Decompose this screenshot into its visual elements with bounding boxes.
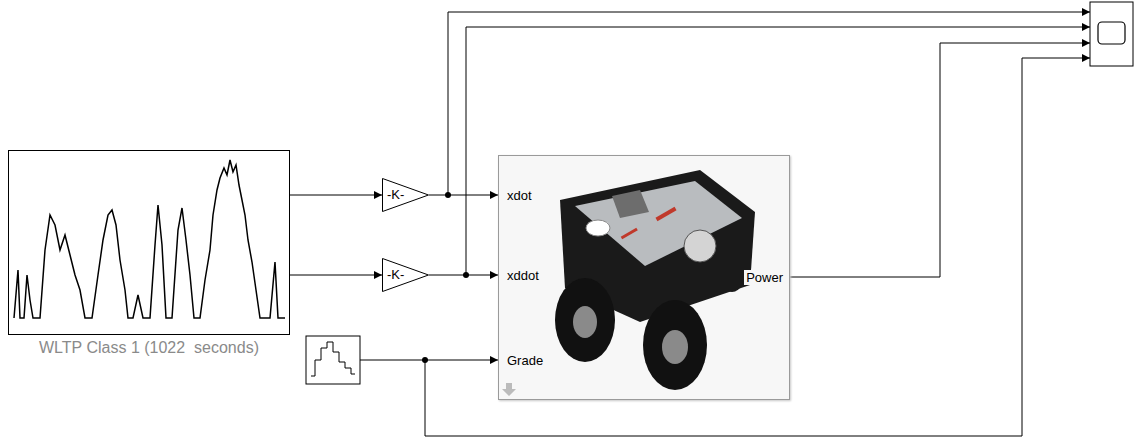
scope-screen [1098,22,1125,44]
port-label: Power [744,270,785,285]
drive-cycle-waveform [14,160,285,318]
staircase-symbol [311,342,355,376]
block-caption: WLTP Class 1 (1022 seconds) [9,339,289,357]
robot-top-plate [575,181,742,266]
gain-value: -K- [387,188,404,202]
gain-outline [383,259,429,292]
signal-line [290,195,382,196]
robot-hub [662,330,688,364]
port-label: xddot [505,268,541,283]
port-label: xdot [505,188,534,203]
signal-line [290,275,382,276]
robot-sensor [612,190,649,218]
subsystem-photo-ground [498,155,790,400]
signal-builder-block: WLTP Class 1 (1022 seconds) [8,150,290,335]
signal-line [429,275,498,276]
robot-camera-dome [684,230,716,262]
robot-logo [655,207,676,221]
vehicle-subsystem-block: xdot xddotGrade Power [498,155,790,400]
signal-wire [360,360,498,361]
gain-block: -K- [382,178,429,212]
port-label: Grade [505,353,545,368]
gain-outline [383,179,429,212]
signal-wire [790,43,1090,277]
signal-line [429,195,498,196]
robot-antenna-disc [586,220,610,236]
scope-block [1090,2,1133,66]
gain-value: -K- [387,268,404,282]
mask-arrow-icon [502,383,516,396]
signal-wire [425,58,1090,436]
robot-logo [621,228,638,240]
grade-source-block [306,336,360,384]
gain-block: -K- [382,258,429,292]
robot-wheel [555,278,615,362]
robot-wheel [643,300,707,390]
robot-hub [573,306,597,338]
